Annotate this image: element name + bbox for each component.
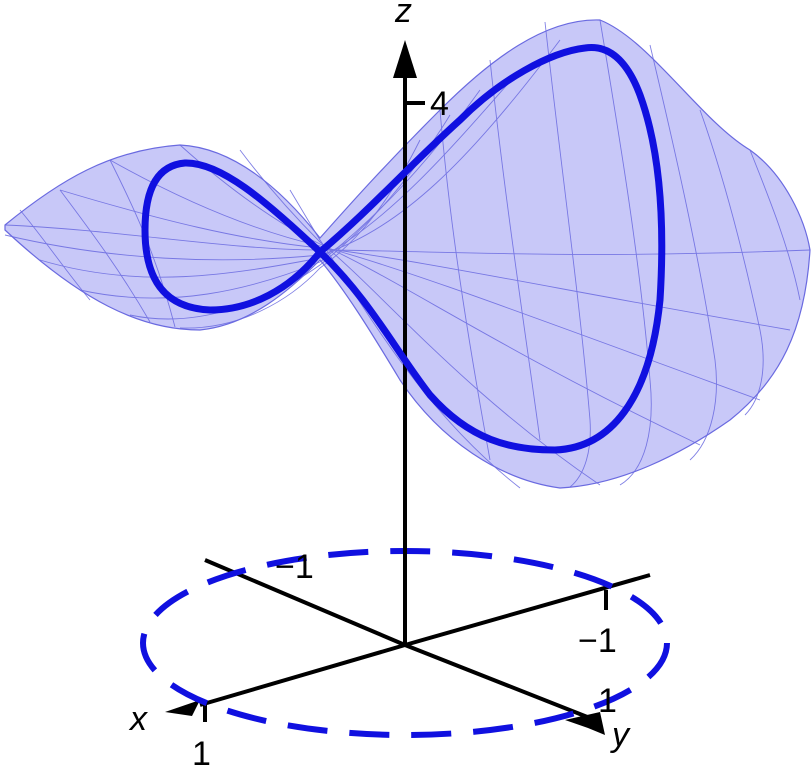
x-tick-label-1: 1 [192,735,211,768]
z-axis-label: z [394,0,412,30]
z-arrow-head [393,40,417,78]
x-axis-label: x [128,700,148,738]
z-tick-label-4: 4 [430,85,449,123]
x-axis-line-front [199,643,406,707]
y-axis-line-front [404,643,596,722]
surface-mesh [4,19,811,489]
intersection-curve [141,44,666,454]
base-axes [199,558,651,722]
y-tick-label-1: 1 [598,682,617,720]
x-arrow-head [165,700,200,716]
saddle-surface [4,19,811,489]
y-tick-label-neg1: −1 [578,622,617,660]
y-axis-label: y [610,716,631,754]
y-arrow-head [565,712,605,735]
x-tick-label-neg1: −1 [275,548,314,586]
